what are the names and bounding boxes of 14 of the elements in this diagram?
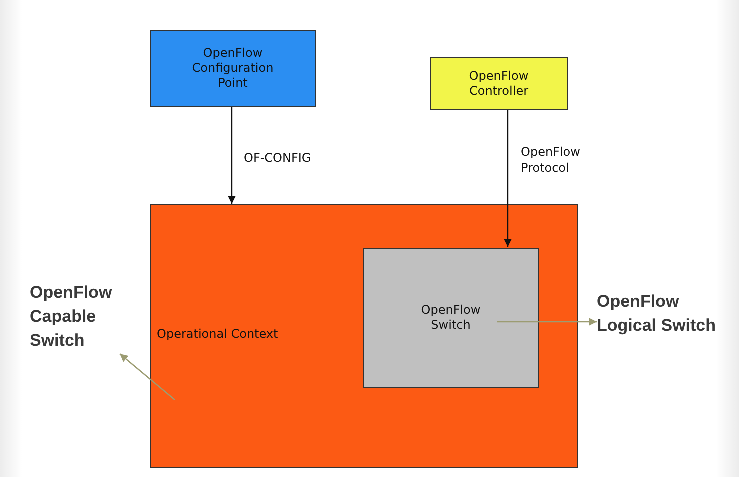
node-label: OpenFlow Configuration Point [191, 46, 275, 91]
process-box [363, 248, 539, 388]
arrow [504, 110, 512, 247]
process-box [150, 30, 316, 107]
container-box [150, 204, 578, 468]
node-label: Operational Context [157, 327, 278, 342]
annotation-label: OpenFlow Logical Switch [597, 291, 718, 337]
leader-line [497, 318, 597, 326]
process-box [430, 57, 568, 110]
annotation-label: OpenFlow Capable Switch [30, 282, 114, 352]
node-label: OpenFlow Controller [468, 68, 530, 98]
leader-line [120, 354, 176, 400]
arrow [228, 107, 236, 204]
node-label: OpenFlow Switch [420, 303, 482, 333]
